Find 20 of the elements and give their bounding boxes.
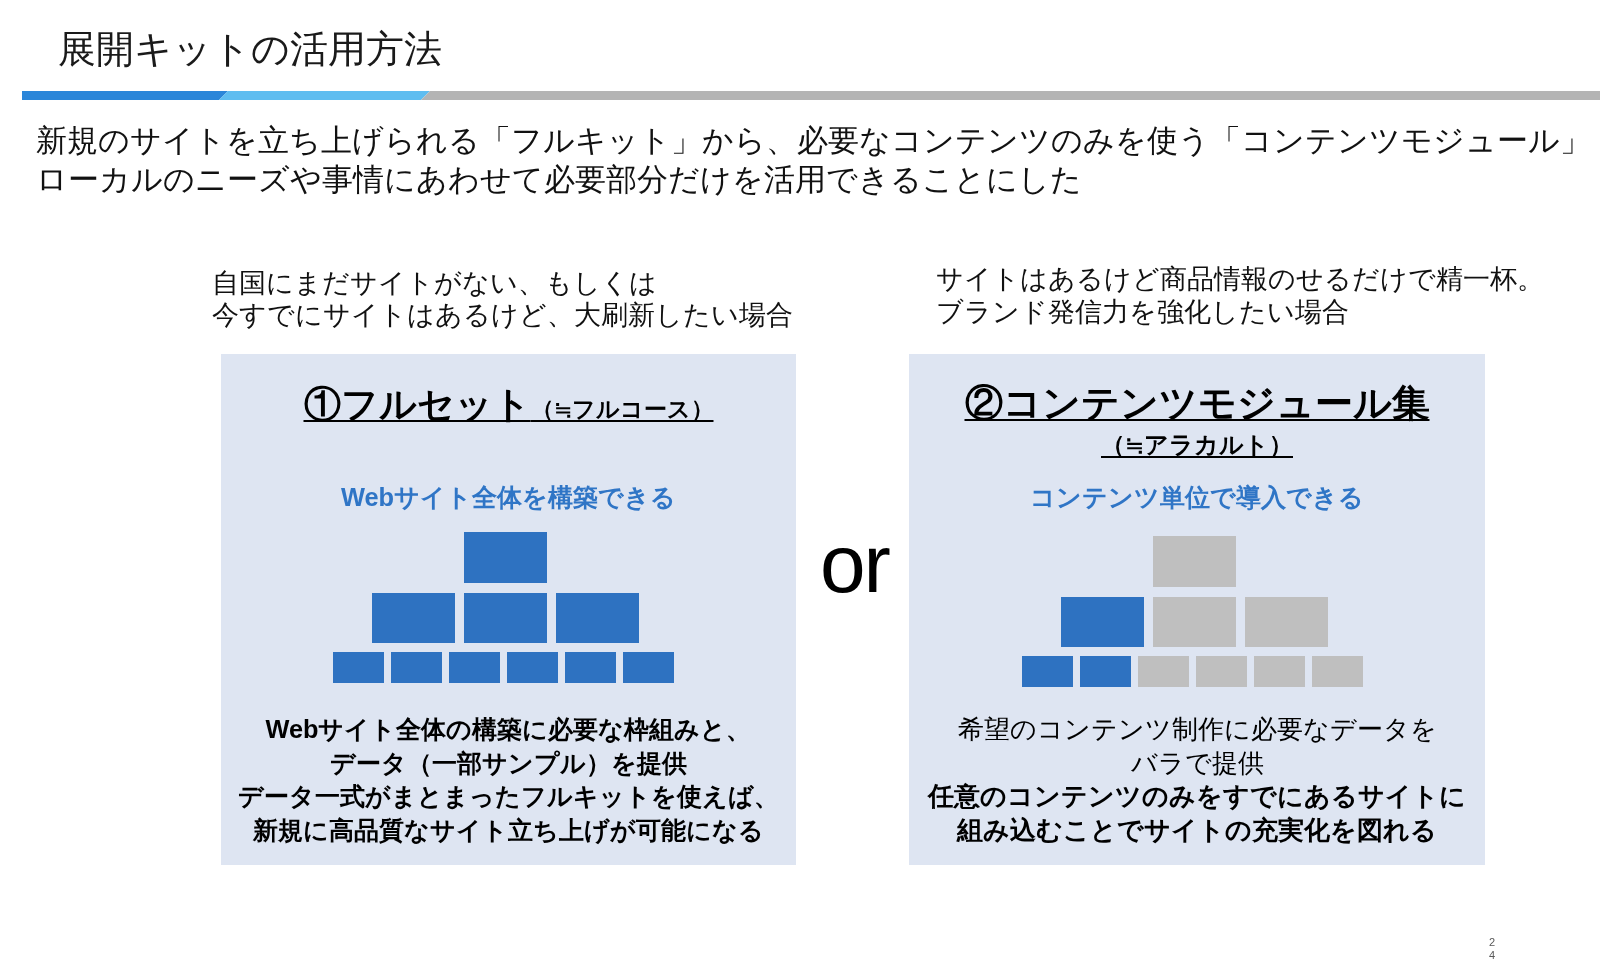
body-text: データ一式がまとまったフルキットを使えば、新規に高品質なサイト立ち上げが可能になる	[237, 781, 780, 846]
panel-heading: ①フルセット	[303, 384, 531, 425]
tagline-text: コンテンツ単位で導入できる	[1030, 482, 1364, 513]
option-panel	[909, 354, 1485, 865]
situation-text: ブランド発信力を強化したい場合	[936, 295, 1349, 328]
situation-text: 今すでにサイトはあるけど、大刷新したい場合	[212, 298, 793, 331]
heading-note: （≒フルコース）	[530, 397, 714, 422]
panel-heading: ②コンテンツモジュール集	[964, 381, 1430, 426]
body-text: 希望のコンテンツ制作に必要なデータをバラで提供	[956, 713, 1438, 780]
lead-text: 新規のサイトを立ち上げられる「フルキット」から、必要なコンテンツのみを使う「コンテンツモジュール」ローカルのニーズや事情にあわせて必要部分だけを活用できることにした	[36, 122, 1592, 199]
body-text: Webサイト全体の構築に必要な枠組みと、データ（一部サンプル）を提供	[264, 714, 753, 779]
page-number: 24	[1489, 936, 1496, 961]
slide-title: 展開キットの活用方法	[58, 27, 442, 72]
option-panel	[221, 354, 796, 865]
situation-text: サイトはあるけど商品情報のせるだけで精一杯。	[936, 262, 1544, 295]
body-text: 任意のコンテンツのみをすでにあるサイトに組み込むことでサイトの充実化を図れる	[927, 780, 1467, 847]
tagline-text: Webサイト全体を構築できる	[340, 482, 677, 513]
or-word: or	[820, 523, 889, 605]
situation-text: 自国にまだサイトがない、もしくは	[212, 266, 657, 299]
heading-note: （≒アラカルト）	[1101, 430, 1293, 460]
